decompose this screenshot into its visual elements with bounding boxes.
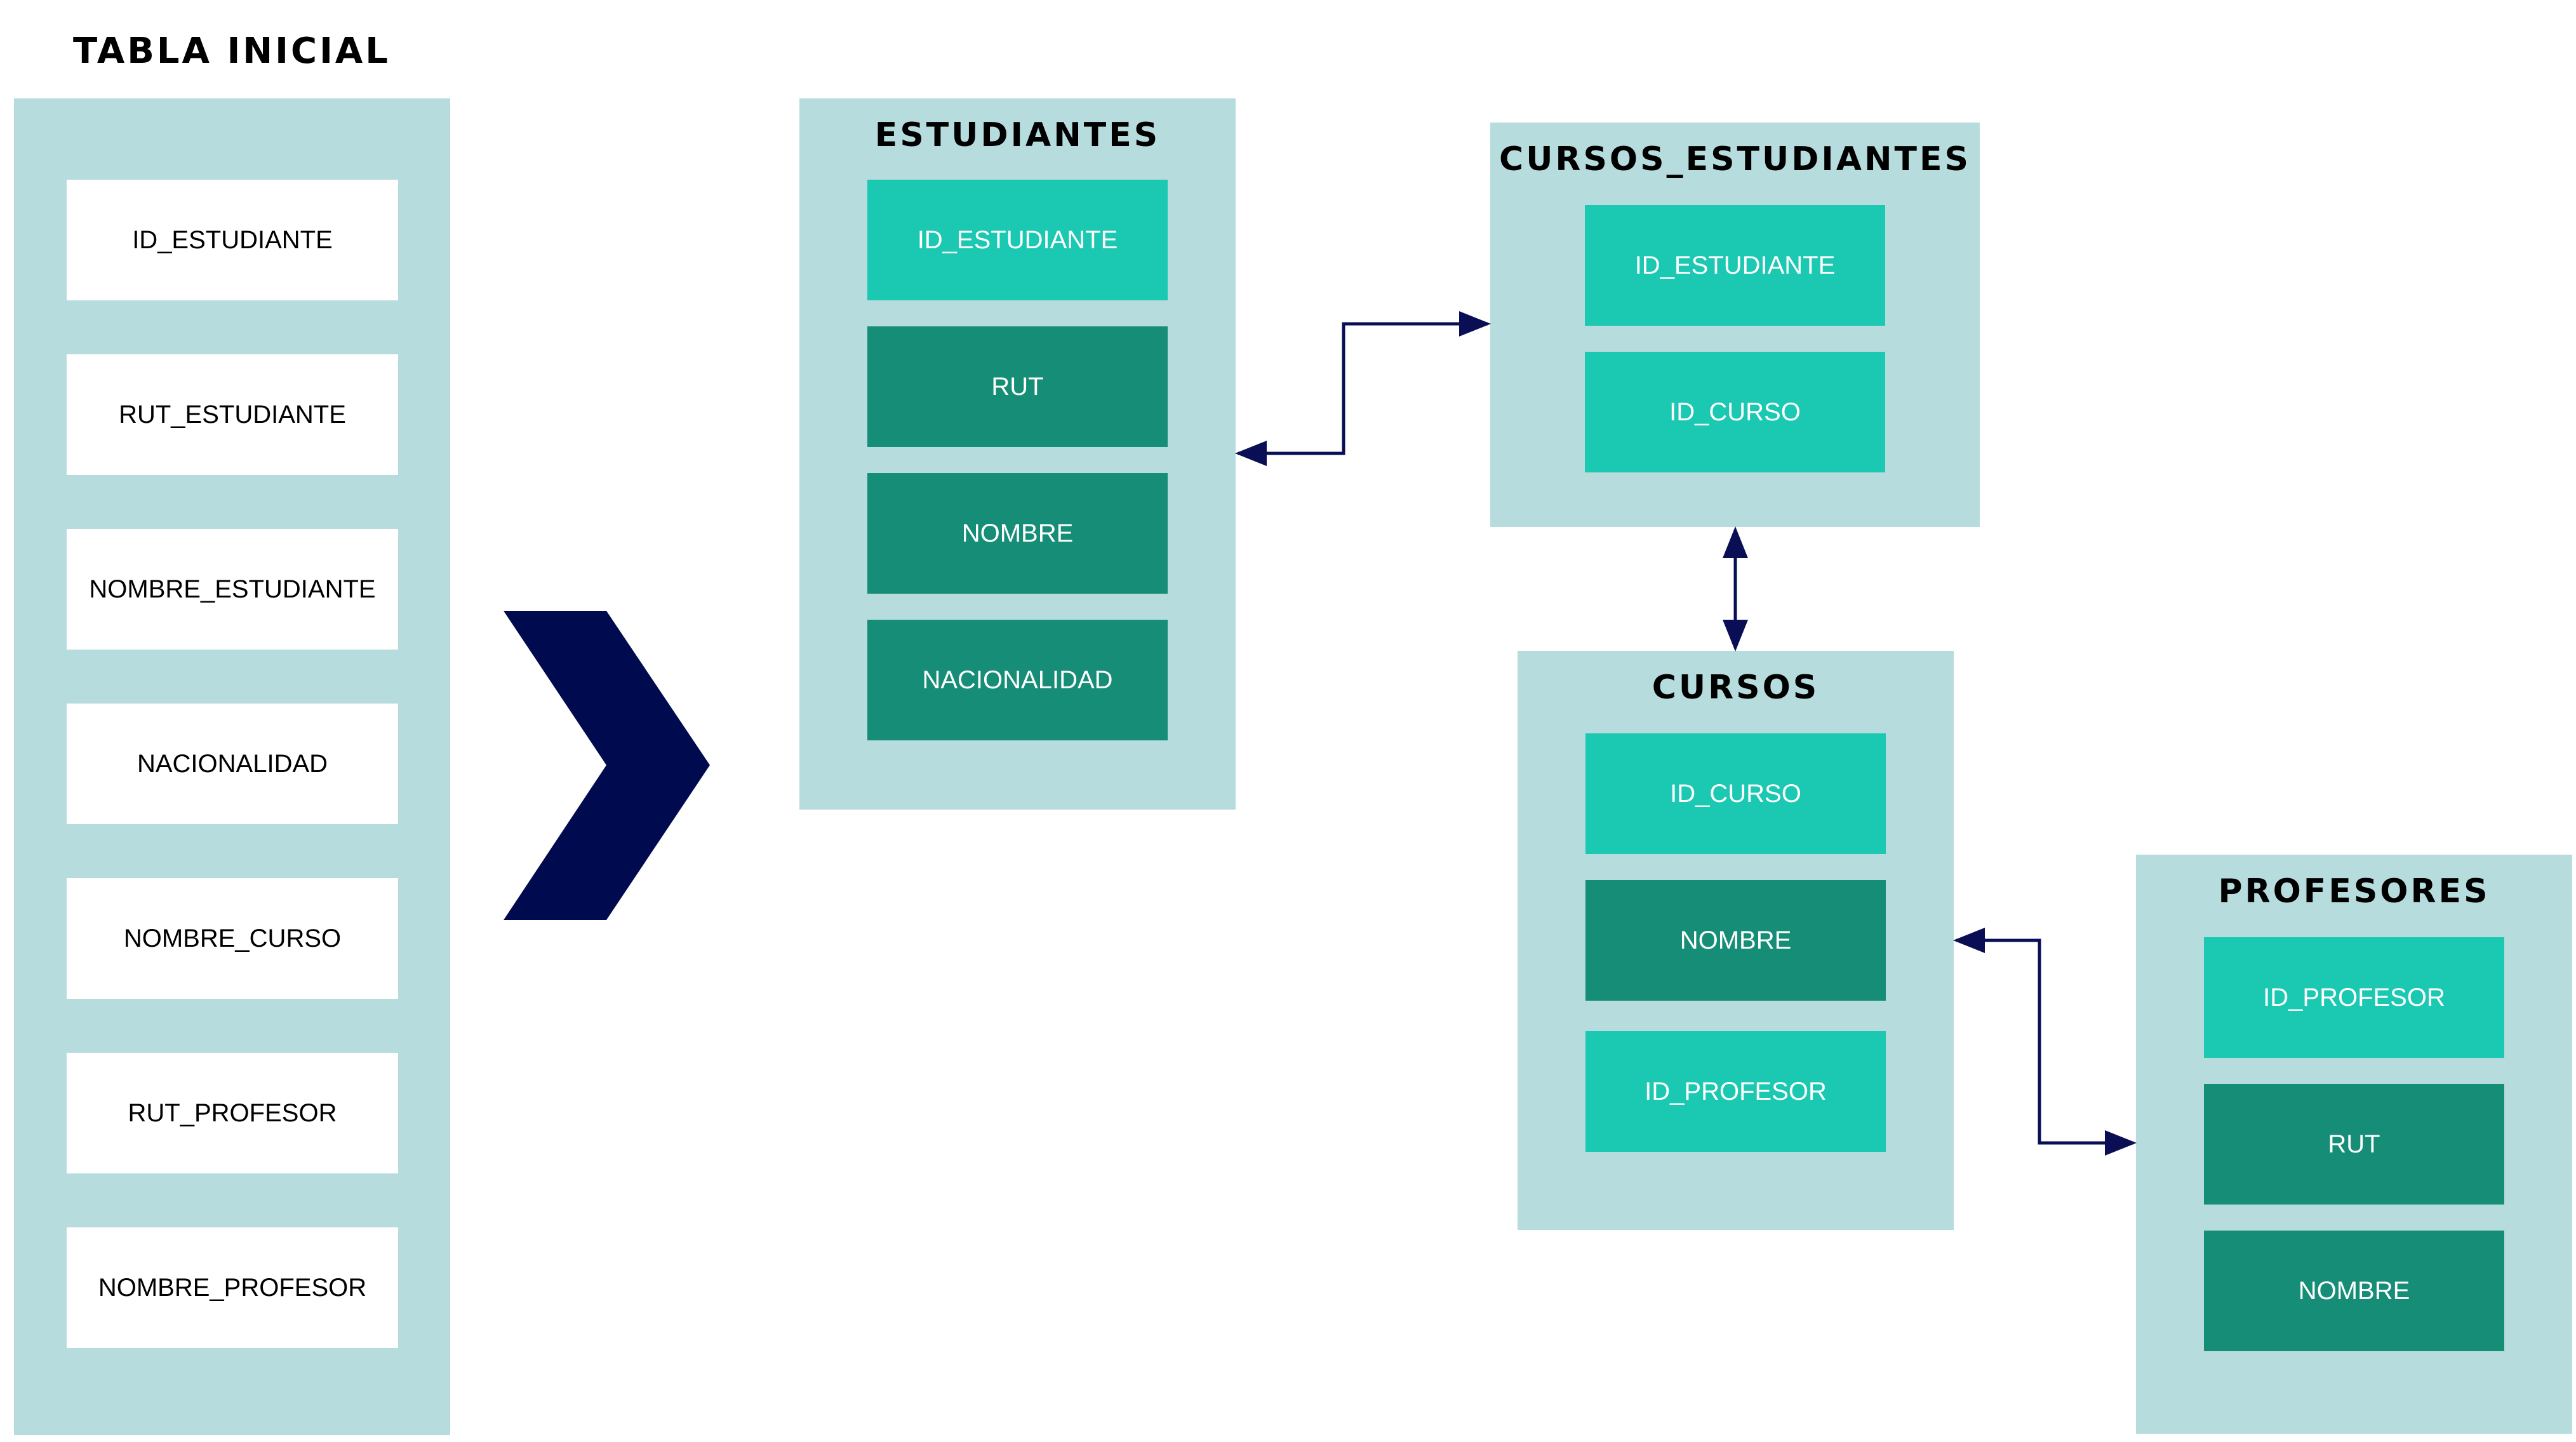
- estudiantes-field-rut: RUT: [867, 326, 1168, 447]
- cursos-field-nombre: NOMBRE: [1585, 880, 1886, 1001]
- cursos-field-id-curso: ID_CURSO: [1585, 733, 1886, 854]
- table-cursos-title: CURSOS: [1652, 669, 1820, 707]
- estudiantes-field-nacionalidad: NACIONALIDAD: [867, 620, 1168, 740]
- table-cursos: CURSOS ID_CURSO NOMBRE ID_PROFESOR: [1518, 651, 1954, 1230]
- initial-field-nombre-curso: NOMBRE_CURSO: [67, 878, 398, 999]
- estudiantes-field-nombre: NOMBRE: [867, 473, 1168, 594]
- table-cursos-estudiantes-title: CURSOS_ESTUDIANTES: [1499, 140, 1971, 178]
- table-estudiantes-title: ESTUDIANTES: [874, 116, 1161, 154]
- table-estudiantes: ESTUDIANTES ID_ESTUDIANTE RUT NOMBRE NAC…: [799, 98, 1236, 810]
- profesores-field-rut: RUT: [2204, 1084, 2504, 1205]
- table-profesores-title: PROFESORES: [2218, 872, 2490, 911]
- cursos-field-id-profesor: ID_PROFESOR: [1585, 1031, 1886, 1152]
- initial-field-nombre-estudiante: NOMBRE_ESTUDIANTE: [67, 529, 398, 650]
- profesores-field-id-profesor: ID_PROFESOR: [2204, 937, 2504, 1058]
- initial-field-rut-estudiante: RUT_ESTUDIANTE: [67, 354, 398, 475]
- table-profesores: PROFESORES ID_PROFESOR RUT NOMBRE: [2136, 855, 2572, 1434]
- initial-field-rut-profesor: RUT_PROFESOR: [67, 1053, 398, 1173]
- diagram-title: TABLA INICIAL: [73, 30, 390, 72]
- initial-field-nacionalidad: NACIONALIDAD: [67, 704, 398, 824]
- connector-estudiantes-cursos-estudiantes: [1235, 311, 1491, 466]
- initial-field-id-estudiante: ID_ESTUDIANTE: [67, 180, 398, 300]
- cursos-estudiantes-field-id-curso: ID_CURSO: [1585, 352, 1885, 472]
- initial-table-panel: ID_ESTUDIANTE RUT_ESTUDIANTE NOMBRE_ESTU…: [14, 98, 450, 1435]
- cursos-estudiantes-field-id-estudiante: ID_ESTUDIANTE: [1585, 205, 1885, 326]
- table-cursos-estudiantes: CURSOS_ESTUDIANTES ID_ESTUDIANTE ID_CURS…: [1490, 123, 1980, 527]
- initial-field-nombre-profesor: NOMBRE_PROFESOR: [67, 1227, 398, 1348]
- estudiantes-field-id: ID_ESTUDIANTE: [867, 180, 1168, 300]
- profesores-field-nombre: NOMBRE: [2204, 1231, 2504, 1351]
- connector-cursos-profesores: [1953, 928, 2137, 1156]
- chevron-right-icon: [504, 611, 710, 920]
